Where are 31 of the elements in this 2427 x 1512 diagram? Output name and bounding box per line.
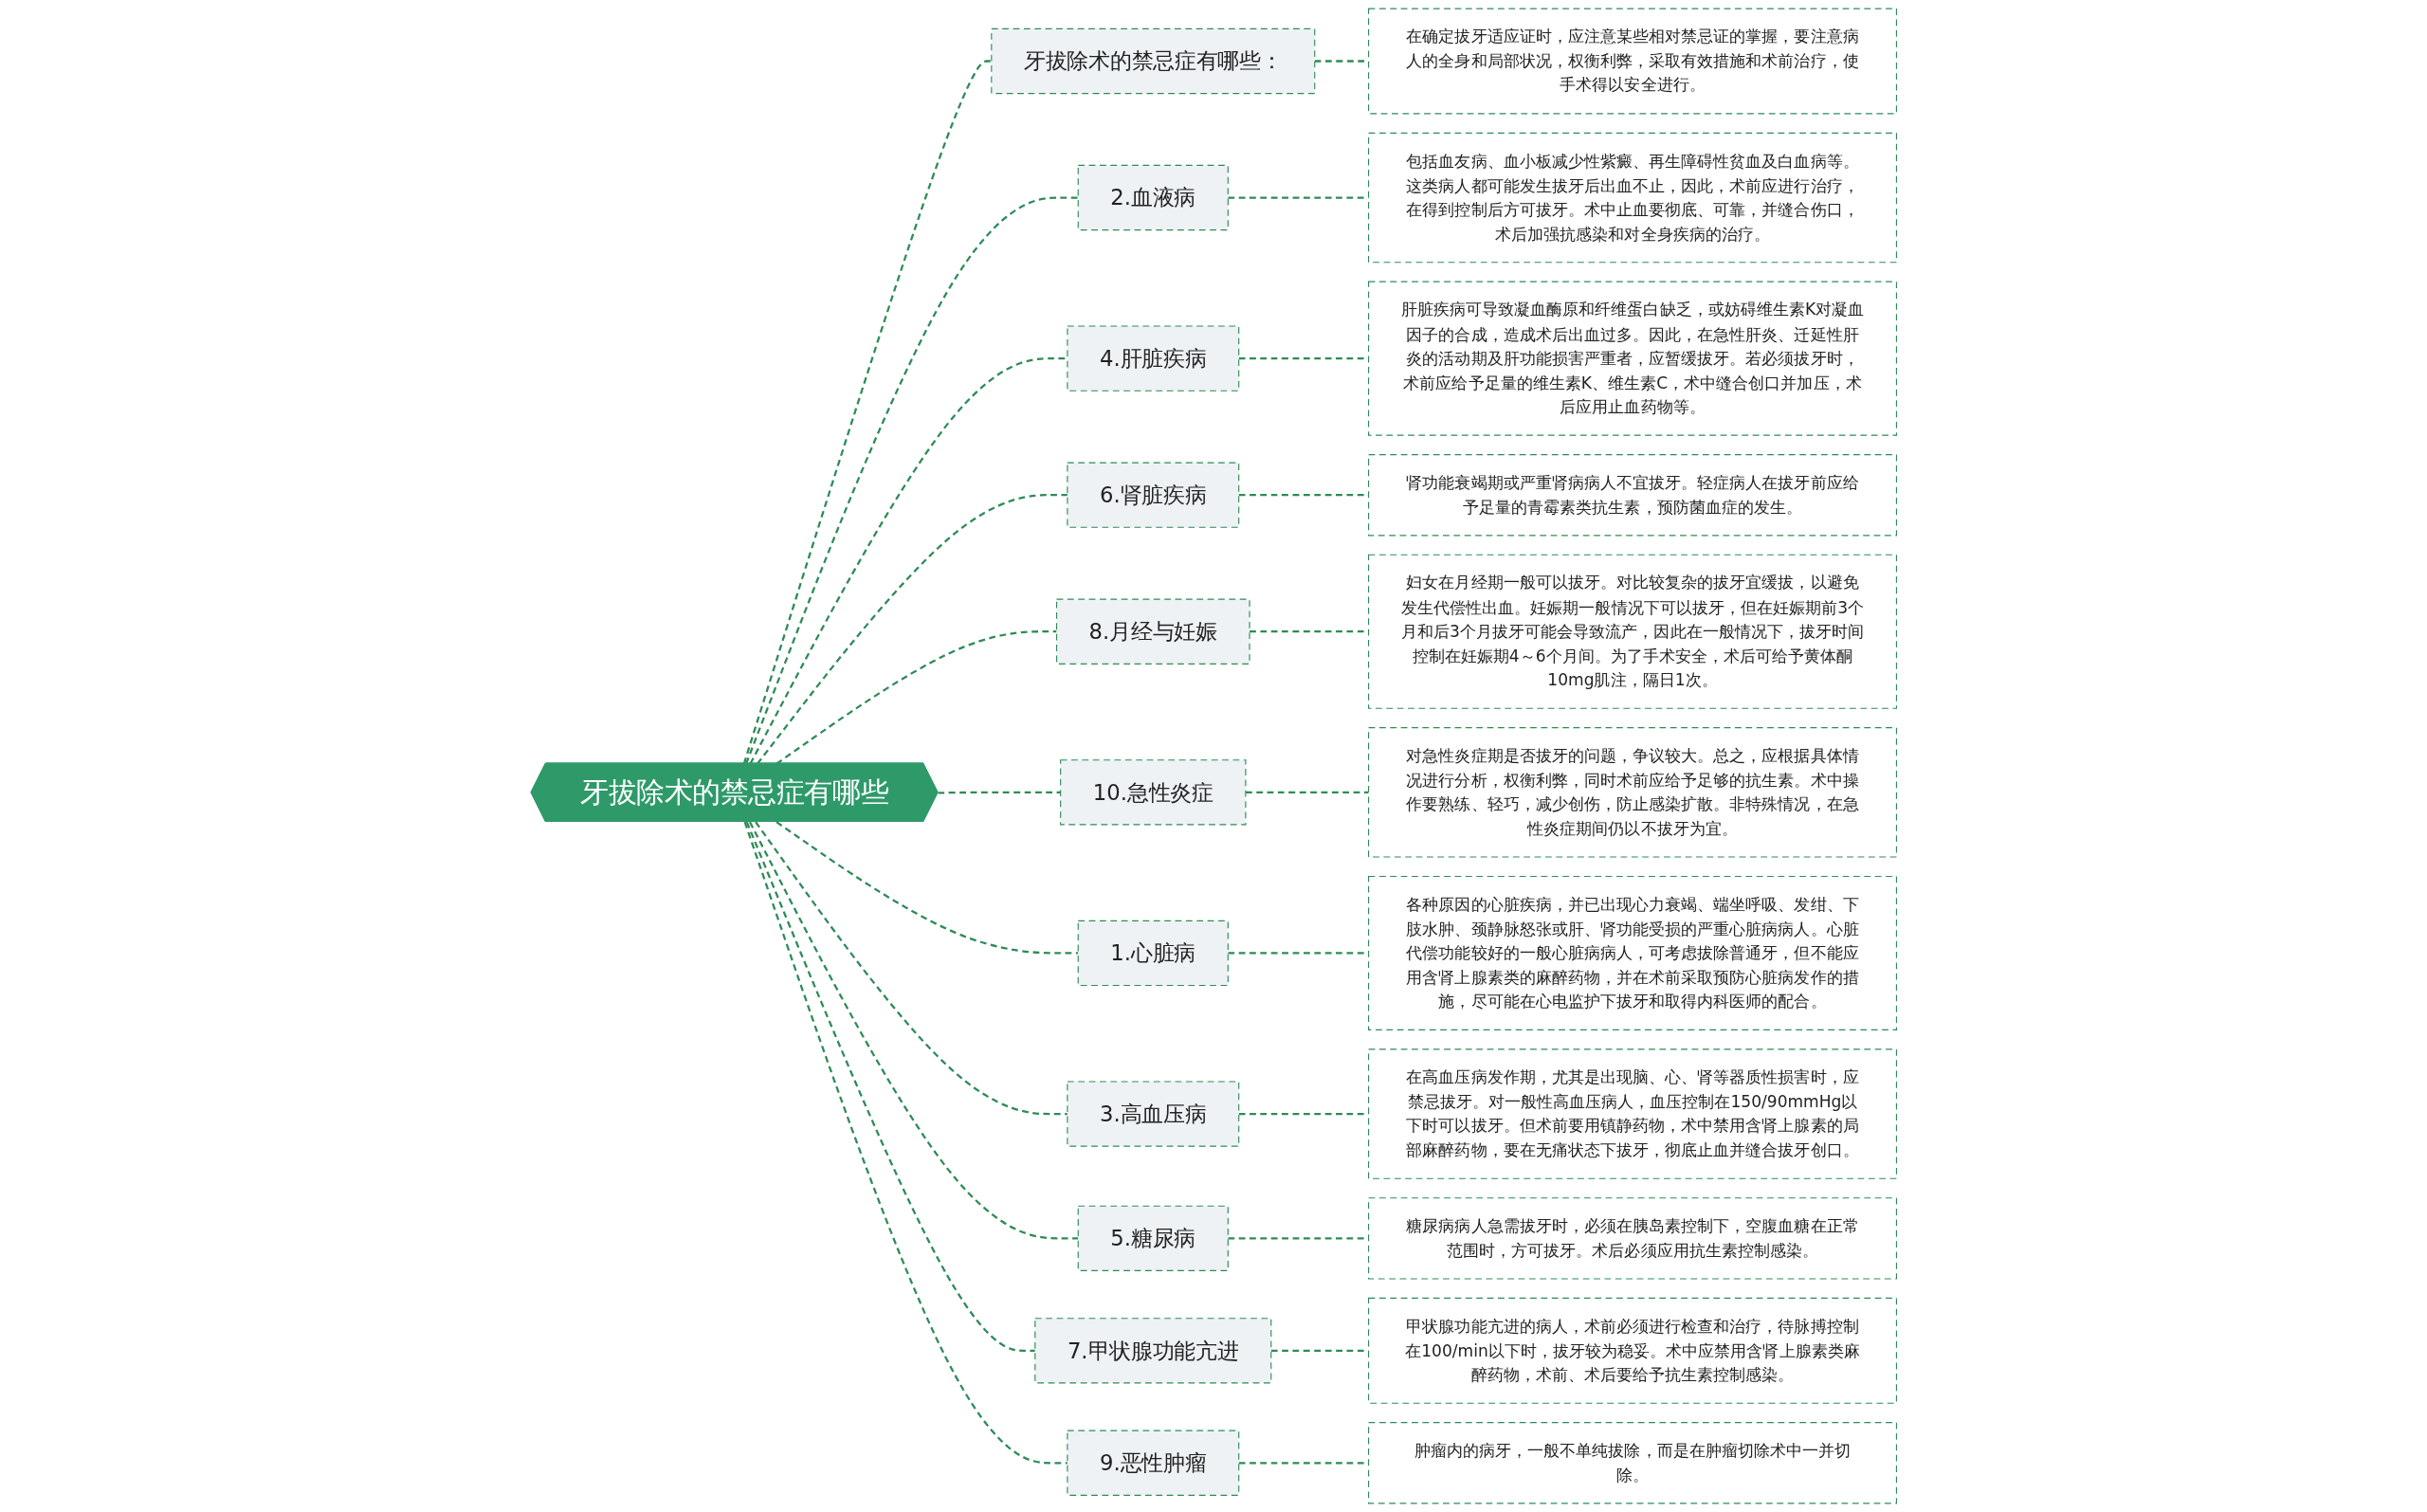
node-box: 8.月经与妊娠 bbox=[1055, 598, 1250, 665]
node-box: 妇女在月经期一般可以拔牙。对比较复杂的拔牙宜缓拔，以避免发生代偿性出血。妊娠期一般情况下可以拔牙，但在妊娠期前3个月和后3个月拔牙可能会导致流产，因此在一般情况下，拔牙时间控制在妊娠期4～6个月间。为了手术安全，术后可给予黄体酮10mg肌注，隔日1次。 bbox=[1367, 554, 1897, 709]
node-box: 肝脏疾病可导致凝血酶原和纤维蛋白缺乏，或妨碍维生素K对凝血因子的合成，造成术后出血过多。因此，在急性肝炎、迁延性肝炎的活动期及肝功能损害严重者，应暂缓拔牙。若必须拔牙时，术前应给予足量的维生素K、维生素C，术中缝合创口并加压，术后应用止血药物等。 bbox=[1367, 281, 1897, 436]
node-box: 3.高血压病 bbox=[1067, 1081, 1239, 1147]
node-box: 10.急性炎症 bbox=[1059, 759, 1247, 826]
connector bbox=[938, 791, 1061, 794]
connector bbox=[776, 630, 1057, 765]
connector bbox=[744, 196, 1078, 765]
node-box: 甲状腺功能亢进的病人，术前必须进行检查和治疗，待脉搏控制在100/min以下时，拔牙较为稳妥。术中应禁用含肾上腺素类麻醉药物，术前、术后要给予抗生素控制感染。 bbox=[1367, 1297, 1897, 1404]
node-box: 在高血压病发作期，尤其是出现脑、心、肾等器质性损害时，应禁忌拔牙。对一般性高血压病人，血压控制在150/90mmHg以下时可以拔牙。但术前要用镇静药物，术中禁用含肾上腺素的局部麻醉药物，要在无痛状态下拔牙，彻底止血并缝合拔牙创口。 bbox=[1367, 1048, 1897, 1179]
connector bbox=[745, 821, 1035, 1352]
node-box: 2.血液病 bbox=[1077, 164, 1229, 231]
node-box: 1.心脏病 bbox=[1077, 920, 1229, 987]
node-box: 各种原因的心脏疾病，并已出现心力衰竭、端坐呼吸、发绀、下肢水肿、颈静脉怒张或肝、肾功能受损的严重心脏病病人。心脏代偿功能较好的一般心脏病病人，可考虑拔除普通牙，但不能应用含肾上腺素类的麻醉药物，并在术前采取预防心脏病发作的措施，尽可能在心电监护下拔牙和取得内科医师的配合。 bbox=[1367, 875, 1897, 1030]
node-box: 在确定拔牙适应证时，应注意某些相对禁忌证的掌握，要注意病人的全身和局部状况，权衡利弊，采取有效措施和术前治疗，使手术得以安全进行。 bbox=[1367, 8, 1897, 115]
node-box: 牙拔除术的禁忌症有哪些： bbox=[991, 27, 1316, 95]
node-box: 肿瘤内的病牙，一般不单纯拔除，而是在肿瘤切除术中一并切除。 bbox=[1367, 1422, 1897, 1504]
node-box: 6.肾脏疾病 bbox=[1067, 462, 1239, 528]
node-box: 包括血友病、血小板减少性紫癜、再生障碍性贫血及白血病等。这类病人都可能发生拔牙后出血不止，因此，术前应进行治疗，在得到控制后方可拔牙。术中止血要彻底、可靠，并缝合伤口，术后加强抗感染和对全身疾病的治疗。 bbox=[1367, 132, 1897, 264]
node-box: 9.恶性肿瘤 bbox=[1067, 1430, 1239, 1496]
connector bbox=[748, 821, 1078, 1240]
node-box: 肾功能衰竭期或严重肾病病人不宜拔牙。轻症病人在拔牙前应给予足量的青霉素类抗生素，预防菌血症的发生。 bbox=[1367, 454, 1897, 537]
node-box: 对急性炎症期是否拔牙的问题，争议较大。总之，应根据具体情况进行分析，权衡利弊，同时术前应给予足够的抗生素。术中操作要熟练、轻巧，减少创伤，防止感染扩散。非特殊情况，在急性炎症期间仍以不拔牙为宜。 bbox=[1367, 727, 1897, 858]
connector bbox=[749, 357, 1068, 765]
connector bbox=[756, 494, 1068, 765]
node-box: 糖尿病病人急需拔牙时，必须在胰岛素控制下，空腹血糖在正常范围时，方可拔牙。术后必须应用抗生素控制感染。 bbox=[1367, 1197, 1897, 1280]
connector bbox=[1245, 791, 1369, 793]
node-box: 4.肝脏疾病 bbox=[1067, 325, 1239, 392]
connector bbox=[742, 60, 992, 765]
node-box: 5.糖尿病 bbox=[1077, 1205, 1229, 1271]
node-box: 7.甲状腺功能亢进 bbox=[1033, 1318, 1272, 1384]
